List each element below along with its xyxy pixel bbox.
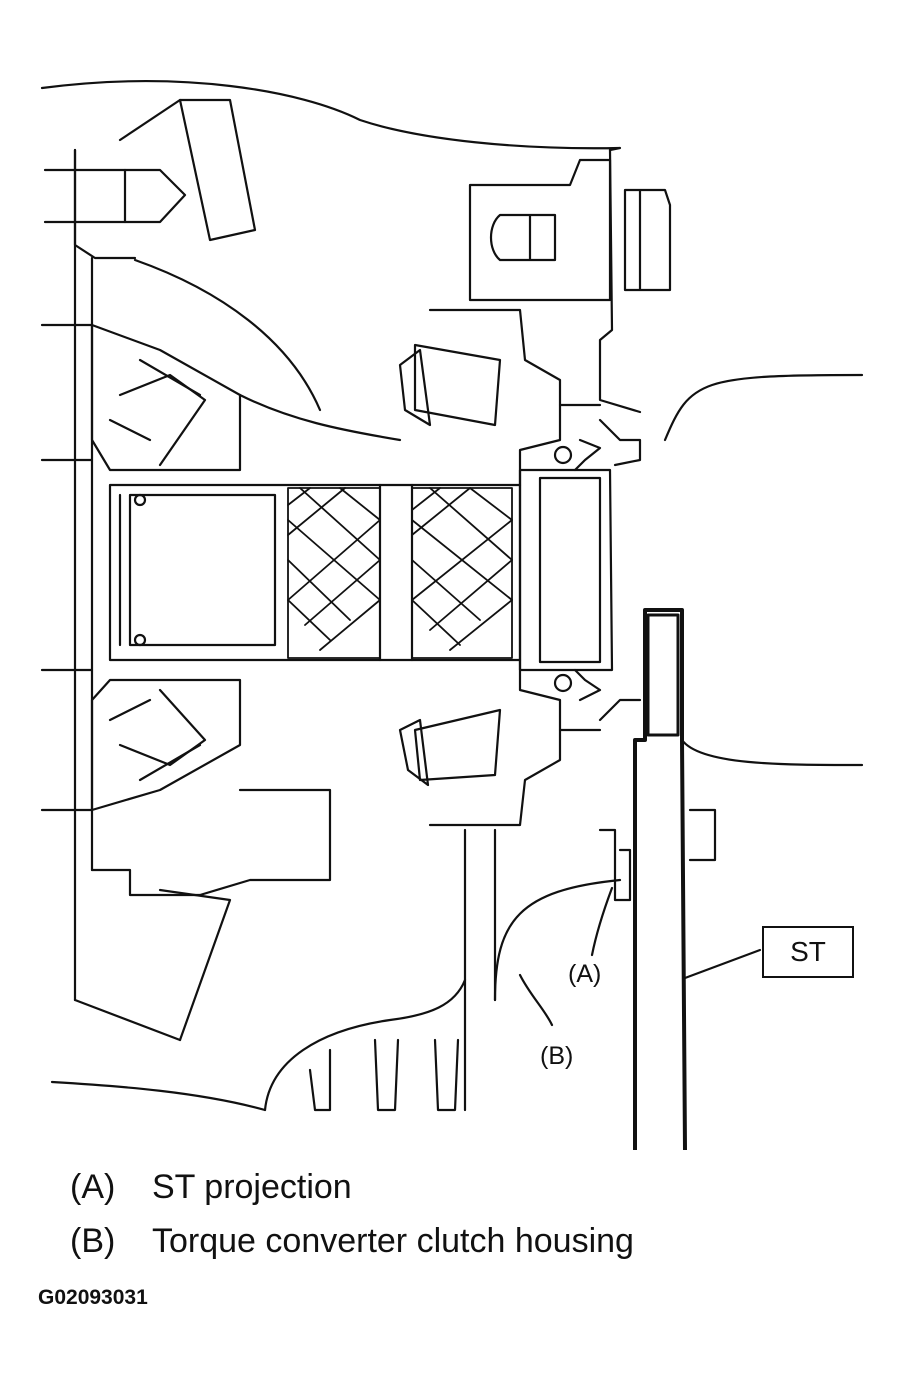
leader-ST [683, 948, 762, 980]
legend-key-B: (B) [70, 1222, 116, 1260]
axle-shaft [108, 483, 522, 662]
differential-gear-upper [90, 323, 242, 472]
legend-text-A: ST projection [152, 1168, 352, 1206]
legend-item-B: (B) Torque converter clutch housing [70, 1222, 634, 1261]
upper-stud [489, 213, 557, 262]
transmission-cross-section-diagram [40, 80, 864, 1150]
callout-A: (A) [568, 960, 602, 988]
callout-B: (B) [540, 1042, 574, 1070]
figure-id: G02093031 [38, 1286, 148, 1309]
lower-arm [158, 888, 232, 1042]
left-casing [73, 148, 94, 1002]
clutch-housing-curve [493, 878, 622, 1002]
housing-top-outline [40, 80, 622, 152]
legend-text-B: Torque converter clutch housing [152, 1222, 634, 1260]
upper-bearing [413, 343, 502, 427]
leader-B [518, 973, 554, 1027]
callout-ST: ST [762, 926, 854, 978]
leader-A [590, 886, 614, 957]
legend-item-A: (A) ST projection [70, 1168, 352, 1207]
housing-fins [308, 1038, 460, 1112]
right-bolt [623, 188, 672, 292]
spline-crosshatch [287, 487, 513, 659]
right-collar [518, 468, 614, 672]
upper-housing-block [468, 158, 612, 302]
differential-gear-lower [90, 678, 242, 812]
left-stud [43, 168, 187, 224]
lower-bearing [413, 708, 502, 782]
legend-key-A: (A) [70, 1168, 116, 1206]
housing-upper-right [598, 148, 642, 414]
